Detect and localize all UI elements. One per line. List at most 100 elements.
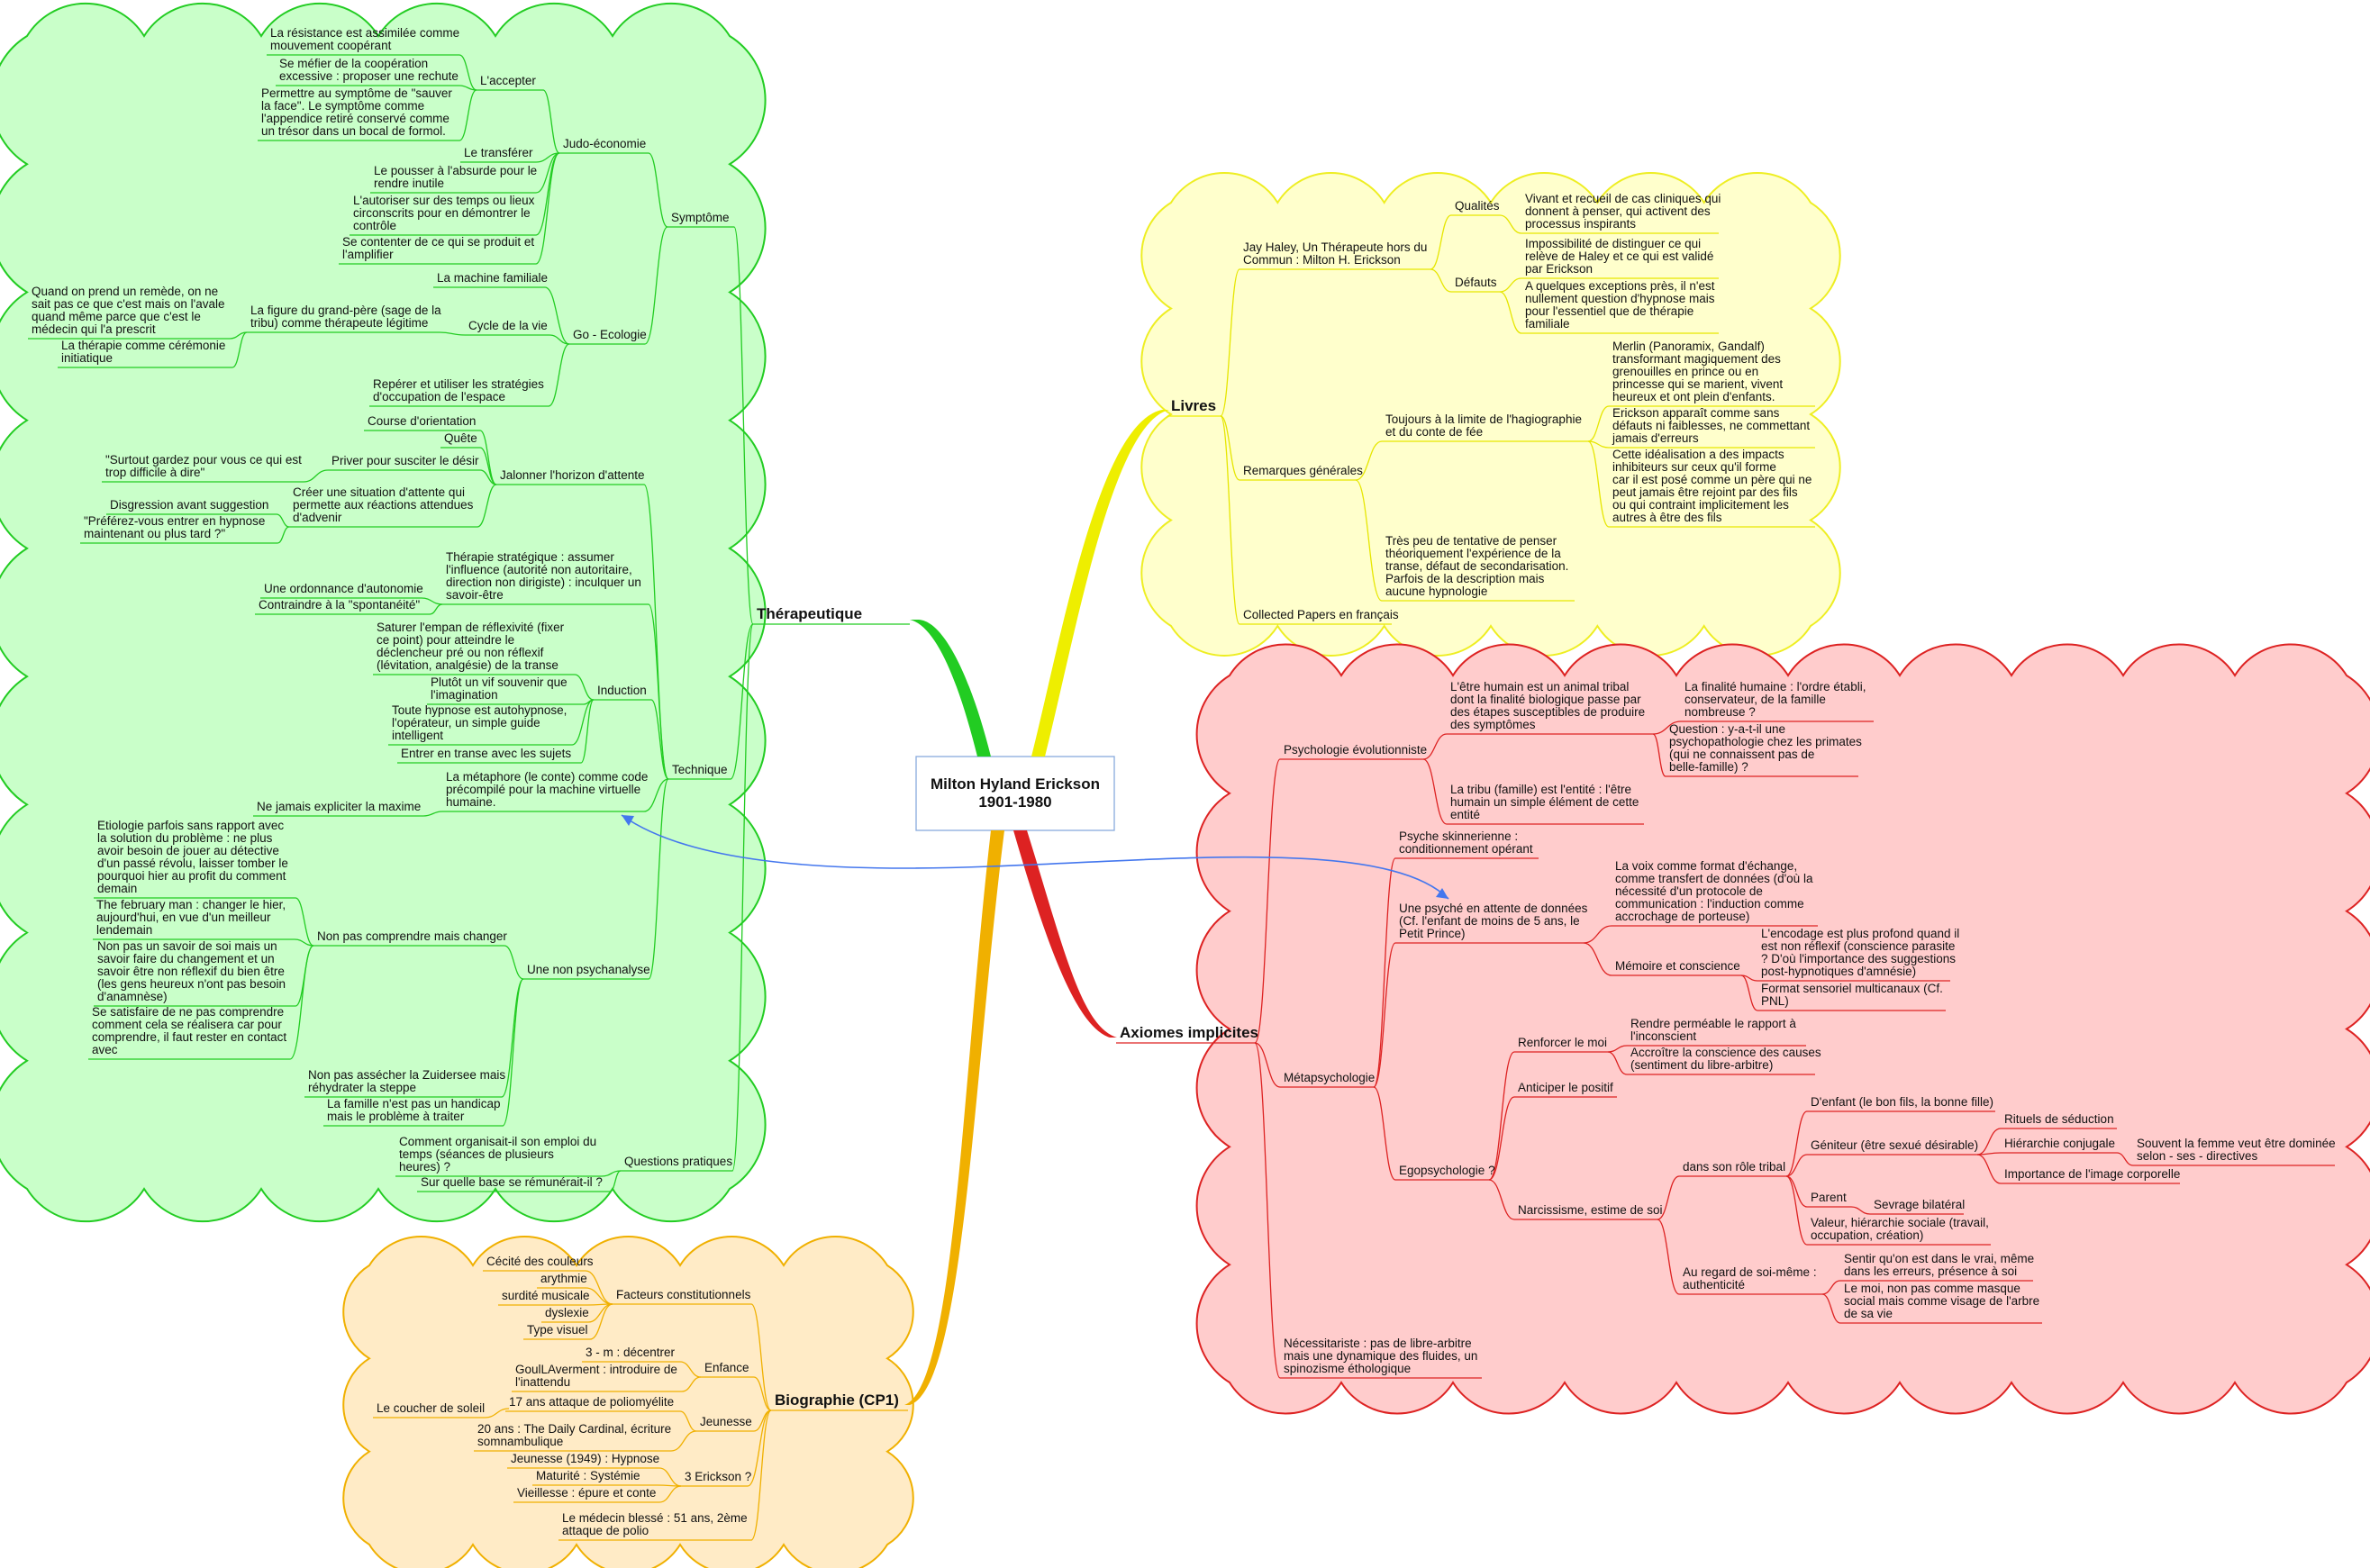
node-t-course[interactable]: Course d'orientation [368, 414, 476, 428]
node-t-cycle[interactable]: Cycle de la vie [468, 319, 548, 332]
node-l-merlin[interactable]: Merlin (Panoramix, Gandalf)transformant … [1612, 340, 1783, 403]
node-t-ordonnance[interactable]: Une ordonnance d'autonomie [264, 582, 423, 595]
node-b-enfance[interactable]: Enfance [704, 1361, 749, 1374]
node-t-priver[interactable]: Priver pour susciter le désir [331, 454, 479, 467]
node-b-coucher[interactable]: Le coucher de soleil [377, 1401, 485, 1415]
node-b-17ans[interactable]: 17 ans attaque de poliomyélite [509, 1395, 674, 1409]
node-t-toute[interactable]: Toute hypnose est autohypnose,l'opérateu… [392, 703, 567, 742]
node-a-memoire[interactable]: Mémoire et conscience [1615, 959, 1740, 973]
node-a-anticiper[interactable]: Anticiper le positif [1518, 1081, 1613, 1094]
node-t-contraindre[interactable]: Contraindre à la "spontanéité" [259, 598, 420, 612]
node-a-enfant[interactable]: D'enfant (le bon fils, la bonne fille) [1811, 1095, 1993, 1109]
node-b-cecite[interactable]: Cécité des couleurs [486, 1255, 594, 1268]
node-t-disgression[interactable]: Disgression avant suggestion [110, 498, 268, 512]
node-a-importance[interactable]: Importance de l'image corporelle [2004, 1167, 2180, 1181]
node-a-parent[interactable]: Parent [1811, 1191, 1847, 1204]
node-t-accepter[interactable]: L'accepter [480, 74, 536, 87]
node-b-jeun1949[interactable]: Jeunesse (1949) : Hypnose [511, 1452, 659, 1465]
node-t-questions[interactable]: Questions pratiques [624, 1155, 732, 1168]
node-t-technique[interactable]: Technique [672, 763, 728, 776]
branch-livres[interactable]: Livres [1171, 397, 1216, 414]
root-node-box[interactable] [915, 756, 1115, 831]
node-a-sevrage[interactable]: Sevrage bilatéral [1874, 1198, 1965, 1211]
node-a-valeur[interactable]: Valeur, hiérarchie sociale (travail,occu… [1811, 1216, 1989, 1242]
node-a-ego[interactable]: Egopsychologie ? [1399, 1164, 1495, 1177]
node-b-type[interactable]: Type visuel [527, 1323, 588, 1337]
node-b-surdite[interactable]: surdité musicale [502, 1289, 590, 1302]
node-b-3m[interactable]: 3 - m : décentrer [586, 1346, 676, 1359]
node-a-hierarchie[interactable]: Hiérarchie conjugale [2004, 1137, 2115, 1150]
node-a-regard[interactable]: Au regard de soi-même :authenticité [1683, 1265, 1817, 1292]
node-a-rituels[interactable]: Rituels de séduction [2004, 1112, 2114, 1126]
node-a-format[interactable]: Format sensoriel multicanaux (Cf.PNL) [1761, 982, 1943, 1008]
node-l-defauts[interactable]: Défauts [1455, 276, 1497, 289]
node-t-symptome[interactable]: Symptôme [671, 211, 730, 224]
node-l-qualites[interactable]: Qualités [1455, 199, 1500, 213]
branch-biographie[interactable]: Biographie (CP1) [775, 1391, 899, 1409]
node-t-nonpsy[interactable]: Une non psychanalyse [527, 963, 650, 976]
node-t-transferer[interactable]: Le transférer [464, 146, 533, 159]
node-t-entrer[interactable]: Entrer en transe avec les sujets [401, 747, 571, 760]
node-b-vieillesse[interactable]: Vieillesse : épure et conte [517, 1486, 656, 1500]
node-a-accroitre[interactable]: Accroître la conscience des causes(senti… [1630, 1046, 1821, 1072]
node-a-psycho[interactable]: Psychologie évolutionniste [1284, 743, 1427, 757]
node-t-judo[interactable]: Judo-économie [563, 137, 646, 150]
node-t-machine[interactable]: La machine familiale [437, 271, 548, 285]
node-b-jeunesse[interactable]: Jeunesse [700, 1415, 752, 1428]
node-t-quete[interactable]: Quête [444, 431, 477, 445]
node-t-nonpas[interactable]: Non pas comprendre mais changer [317, 929, 507, 943]
node-a-voix[interactable]: La voix comme format d'échange,comme tra… [1615, 859, 1813, 923]
node-b-arythmie[interactable]: arythmie [540, 1272, 587, 1285]
node-b-dyslexie[interactable]: dyslexie [545, 1306, 589, 1319]
node-a-finalite[interactable]: La finalité humaine : l'ordre établi,con… [1684, 680, 1866, 719]
node-a-meta[interactable]: Métapsychologie [1284, 1071, 1375, 1084]
branch-axiomes[interactable]: Axiomes implicites [1120, 1024, 1258, 1041]
node-a-geniteur[interactable]: Géniteur (être sexué désirable) [1811, 1138, 1978, 1152]
node-t-jamais[interactable]: Ne jamais expliciter la maxime [257, 800, 421, 813]
node-t-goeco[interactable]: Go - Ecologie [573, 328, 647, 341]
node-t-induction[interactable]: Induction [597, 684, 647, 697]
branch-therapeutique[interactable]: Thérapeutique [757, 605, 862, 622]
node-a-renforcer[interactable]: Renforcer le moi [1518, 1036, 1607, 1049]
node-a-narcissisme[interactable]: Narcissisme, estime de soi [1518, 1203, 1663, 1217]
node-a-attente[interactable]: Une psyché en attente de données(Cf. l'e… [1399, 902, 1588, 940]
node-l-remarques[interactable]: Remarques générales [1243, 464, 1363, 477]
node-l-collected[interactable]: Collected Papers en français [1243, 608, 1399, 621]
